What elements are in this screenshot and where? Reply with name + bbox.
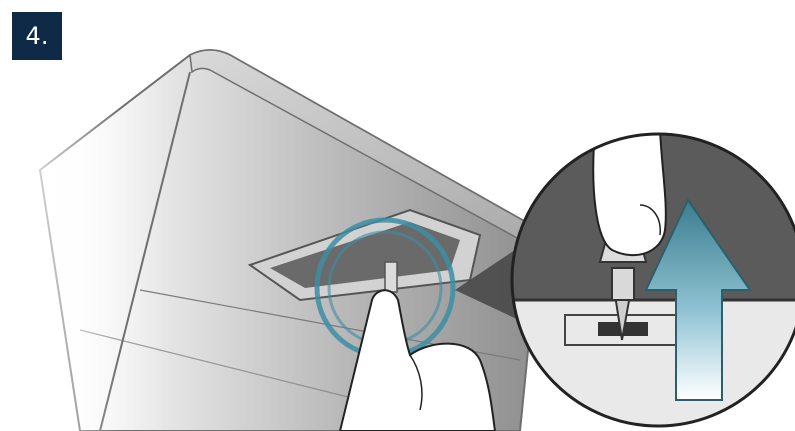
pin-icon	[385, 262, 397, 292]
step-number-badge: 4.	[12, 12, 62, 60]
detail-magnifier-icon	[510, 130, 795, 430]
step-number-label: 4.	[26, 22, 49, 50]
